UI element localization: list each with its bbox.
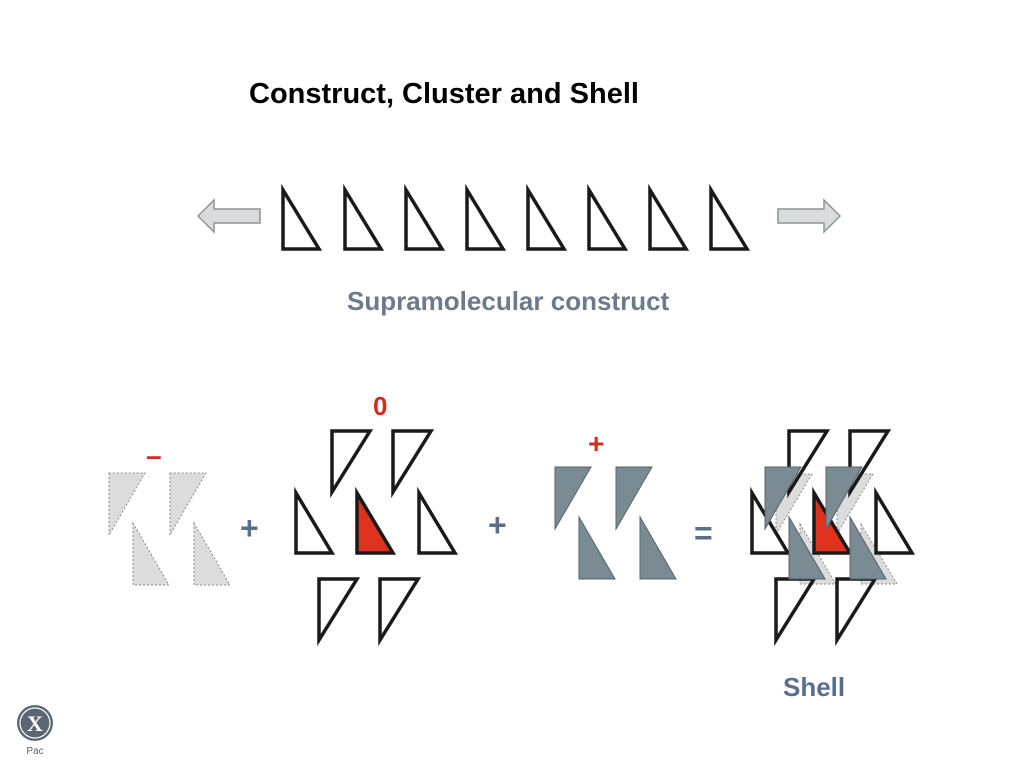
plus-operator: + — [240, 510, 259, 546]
shell-grey-triangle — [788, 515, 826, 580]
plus-operator: + — [488, 507, 507, 543]
page-title: Construct, Cluster and Shell — [249, 78, 639, 110]
construct-triangle — [709, 183, 751, 251]
construct-triangle — [587, 183, 629, 251]
arrow-left-icon — [196, 198, 261, 234]
negative-cluster — [108, 472, 231, 586]
shell-outline-triangle — [750, 486, 792, 555]
shell-outline-triangle — [774, 577, 818, 647]
equals-operator: = — [694, 515, 713, 551]
arrow-right-icon — [777, 198, 842, 234]
neutral-triangle — [330, 429, 374, 499]
construct-triangle — [648, 183, 690, 251]
neutral-triangle — [391, 429, 435, 499]
shell-outline-triangle — [848, 429, 892, 499]
construct-triangle — [404, 183, 446, 251]
logo-subtext: Pac — [26, 746, 43, 756]
construct-row — [281, 183, 751, 251]
shell-cluster — [750, 429, 916, 647]
negative-charge-label: – — [146, 440, 162, 471]
neutral-triangle — [294, 486, 336, 555]
shell-outline-triangle — [835, 577, 879, 647]
construct-triangle — [526, 183, 568, 251]
shell-grey-triangle — [849, 515, 887, 580]
neutral-cluster — [294, 429, 459, 647]
construct-triangle — [281, 183, 323, 251]
construct-caption: Supramolecular construct — [347, 286, 670, 316]
shell-grey-triangle — [825, 466, 863, 531]
construct-triangle — [343, 183, 385, 251]
neutral-center-triangle — [355, 486, 397, 555]
negative-triangle — [169, 472, 207, 537]
shell-grey-triangle — [764, 466, 802, 531]
positive-triangle — [578, 515, 616, 580]
shell-outline-triangle — [874, 486, 916, 555]
neutral-charge-label: 0 — [373, 391, 388, 421]
positive-triangle — [639, 515, 677, 580]
positive-triangle — [554, 466, 592, 531]
neutral-triangle — [317, 577, 361, 647]
construct-triangle — [465, 183, 507, 251]
negative-triangle — [193, 521, 231, 586]
shell-outline-triangle — [787, 429, 831, 499]
shell-center-triangle — [812, 486, 854, 555]
positive-charge-label: + — [588, 428, 605, 459]
neutral-triangle — [417, 486, 459, 555]
shell-caption: Shell — [783, 672, 846, 702]
negative-triangle — [108, 472, 146, 537]
neutral-triangle — [378, 577, 422, 647]
positive-triangle — [615, 466, 653, 531]
logo-letter: X — [27, 711, 43, 736]
xpac-logo-icon: X Pac — [17, 705, 53, 756]
negative-triangle — [132, 521, 170, 586]
positive-cluster — [554, 466, 677, 580]
